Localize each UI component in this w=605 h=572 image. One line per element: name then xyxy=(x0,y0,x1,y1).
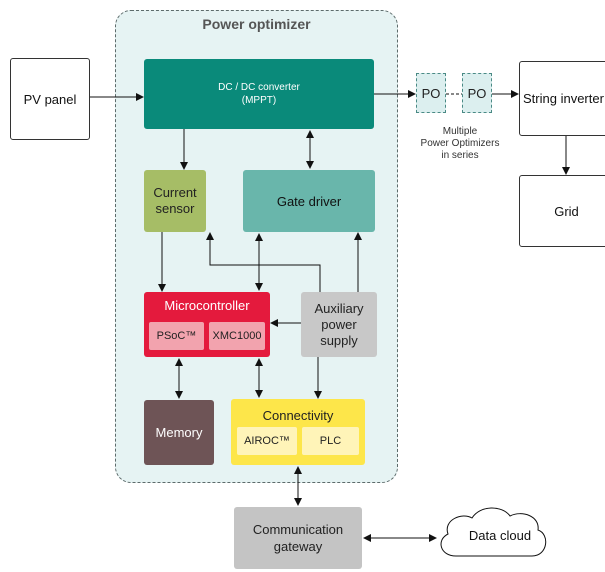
aux-line2: power xyxy=(321,316,357,332)
airoc-chip: AIROC™ xyxy=(237,427,297,455)
current-sensor-line2: sensor xyxy=(155,201,195,216)
xmc1000-chip: XMC1000 xyxy=(209,322,265,350)
microcontroller-title: Microcontroller xyxy=(164,298,250,313)
plc-chip: PLC xyxy=(302,427,359,455)
pv-panel: PV panel xyxy=(10,58,90,140)
gate-driver: Gate driver xyxy=(243,170,375,232)
string-inverter: String inverter xyxy=(519,61,605,136)
data-cloud-label: Data cloud xyxy=(468,528,532,543)
multiple-line1: Multiple xyxy=(442,126,478,137)
power-optimizer-title: Power optimizer xyxy=(202,16,311,32)
power-optimizer-2: PO xyxy=(462,73,492,113)
multiple-line3: in series xyxy=(441,150,479,161)
grid: Grid xyxy=(519,175,605,247)
current-sensor: Current sensor xyxy=(144,170,206,232)
power-optimizer-1: PO xyxy=(416,73,446,113)
dcdc-converter: DC / DC converter (MPPT) xyxy=(144,59,374,129)
gateway-line1: Communication xyxy=(252,522,344,537)
communication-gateway: Communication gateway xyxy=(234,507,362,569)
auxiliary-power-supply: Auxiliary power supply xyxy=(301,292,377,357)
dcdc-converter-label: DC / DC converter xyxy=(218,82,300,93)
multiple-line2: Power Optimizers xyxy=(420,138,500,149)
aux-line1: Auxiliary xyxy=(314,300,364,316)
psoc-chip: PSoC™ xyxy=(149,322,204,350)
multiple-optimizers-label: Multiple Power Optimizers in series xyxy=(404,126,516,162)
memory: Memory xyxy=(144,400,214,465)
dcdc-converter-mppt: (MPPT) xyxy=(241,95,277,106)
connectivity-title: Connectivity xyxy=(262,408,334,423)
gateway-line2: gateway xyxy=(273,539,323,554)
current-sensor-line1: Current xyxy=(153,185,197,200)
aux-line3: supply xyxy=(320,332,358,348)
